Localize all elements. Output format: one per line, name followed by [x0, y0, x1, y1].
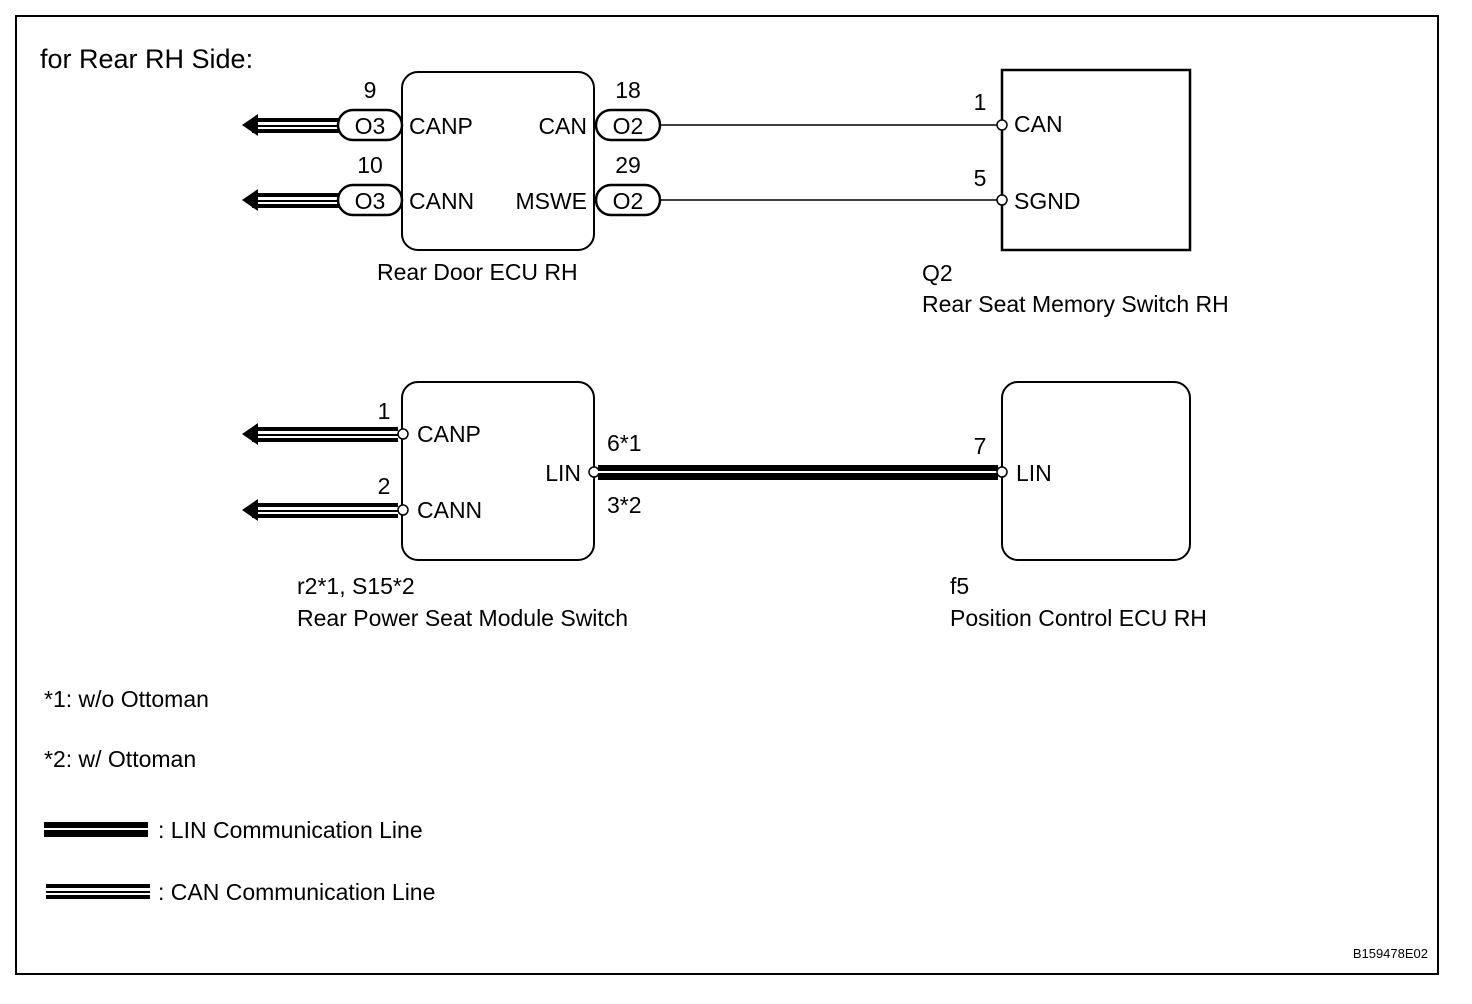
seat-module-switch-code: r2*1, S15*2: [297, 573, 415, 599]
lin-line: [598, 465, 998, 480]
position-ecu-code: f5: [950, 573, 969, 599]
pin-number: 9: [364, 77, 377, 103]
can-legend-swatch: [46, 884, 150, 899]
lin-signal: LIN: [545, 460, 581, 486]
pin-number: 5: [974, 165, 987, 191]
can-bus-arrow-canp: [242, 423, 398, 445]
pin-number: 7: [974, 433, 987, 459]
diagram-heading: for Rear RH Side:: [40, 44, 253, 74]
pin-signal: CANP: [409, 113, 473, 139]
pin-signal: CAN: [1014, 111, 1063, 137]
pin-signal: CANP: [417, 421, 481, 447]
rear-door-ecu: Rear Door ECU RH O3 O3 9 10 CANP CANN O2…: [242, 71, 662, 285]
lin-legend-label: : LIN Communication Line: [158, 817, 423, 843]
memory-switch-name: Rear Seat Memory Switch RH: [922, 291, 1229, 317]
memory-switch-code: Q2: [922, 260, 953, 286]
seat-module-switch-name: Rear Power Seat Module Switch: [297, 605, 628, 631]
can-bus-arrow-cann: [242, 189, 342, 211]
lin-pin-w-o-ottoman: 6*1: [607, 430, 642, 456]
diagram-frame: [15, 15, 1439, 975]
pin-signal: MSWE: [515, 188, 587, 214]
pin-number: 10: [357, 152, 383, 178]
position-ecu-name: Position Control ECU RH: [950, 605, 1207, 631]
pin-signal: LIN: [1016, 460, 1052, 486]
position-ecu: 7 LIN f5 Position Control ECU RH: [950, 381, 1207, 631]
terminal-icon: [996, 119, 1008, 131]
figure-id: B159478E02: [1353, 946, 1428, 961]
connector-o3-top: [336, 108, 404, 142]
terminal-icon: [996, 466, 1008, 478]
seat-module-switch: 1 2 CANP CANN LIN 6*1 3*2 r2*1, S15*2 Re…: [242, 381, 642, 631]
connector-o3-bottom: [336, 183, 404, 217]
lin-legend-swatch: [44, 822, 148, 837]
pin-signal: SGND: [1014, 188, 1080, 214]
pin-number: 29: [615, 152, 641, 178]
note-w-ottoman: *2: w/ Ottoman: [44, 746, 196, 772]
connector-label: O2: [613, 113, 644, 139]
terminal-icon: [397, 428, 409, 440]
connector-label: O2: [613, 188, 644, 214]
terminal-icon: [588, 466, 600, 478]
pin-signal: CANN: [417, 497, 482, 523]
terminal-icon: [397, 504, 409, 516]
connector-label: O3: [355, 113, 386, 139]
terminal-icon: [996, 194, 1008, 206]
memory-switch: 1 5 CAN SGND Q2 Rear Seat Memory Switch …: [922, 68, 1229, 317]
pin-signal: CAN: [538, 113, 587, 139]
pin-number: 18: [615, 77, 641, 103]
memory-switch-box: [1000, 68, 1192, 252]
legend: : LIN Communication Line : CAN Communica…: [44, 817, 435, 905]
rear-door-ecu-name: Rear Door ECU RH: [377, 259, 578, 285]
pin-number: 1: [378, 398, 391, 424]
can-bus-arrow-cann: [242, 499, 398, 521]
connector-label: O3: [355, 188, 386, 214]
pin-signal: CANN: [409, 188, 474, 214]
can-bus-arrow-canp: [242, 114, 342, 136]
lin-pin-w-ottoman: 3*2: [607, 492, 642, 518]
pin-number: 2: [378, 473, 391, 499]
rear-door-ecu-box: [401, 71, 595, 251]
note-w-o-ottoman: *1: w/o Ottoman: [44, 686, 209, 712]
can-legend-label: : CAN Communication Line: [158, 879, 435, 905]
pin-number: 1: [974, 89, 987, 115]
